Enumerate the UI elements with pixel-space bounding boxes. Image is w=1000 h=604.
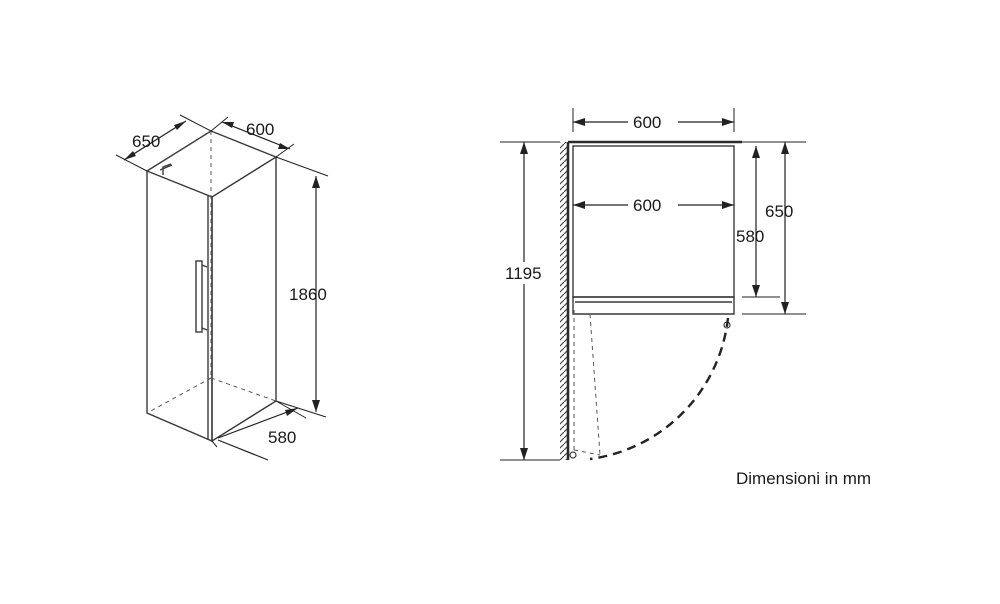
door-handle — [195, 260, 208, 333]
dim-label-580-3d: 580 — [268, 428, 296, 447]
door-swing-arc — [589, 317, 730, 461]
dim-base-580: 580 — [211, 400, 307, 461]
appliance-3d-view: 650 600 1860 580 — [115, 114, 329, 461]
appliance-body — [572, 145, 735, 298]
dim-label-650-plan: 650 — [765, 202, 793, 221]
dim-height-1860: 1860 — [275, 156, 329, 418]
door-closed — [572, 296, 735, 315]
dim-label-600-inner: 600 — [633, 196, 661, 215]
dim-label-600-3d: 600 — [246, 120, 274, 139]
side-face — [211, 155, 277, 443]
dim-label-1195: 1195 — [505, 264, 542, 283]
dim-label-600-top: 600 — [633, 113, 661, 132]
hinge-point — [569, 451, 577, 459]
dim-overall-width-600: 600 — [572, 108, 735, 132]
dim-depth-650: 650 — [742, 142, 806, 315]
dim-label-650: 650 — [132, 132, 160, 151]
wall-hatch — [560, 142, 568, 460]
appliance-plan-view: 600 600 1195 580 — [500, 108, 806, 461]
dim-label-580-plan: 580 — [736, 227, 764, 246]
dim-height-1195: 1195 — [500, 141, 560, 461]
dim-width-600: 600 — [210, 116, 295, 158]
dim-depth-650: 650 — [115, 114, 212, 172]
dim-inner-width-600: 600 — [573, 193, 734, 215]
units-caption: Dimensioni in mm — [736, 469, 872, 488]
dim-label-1860: 1860 — [289, 285, 327, 304]
dim-depth-580: 580 — [736, 141, 806, 298]
